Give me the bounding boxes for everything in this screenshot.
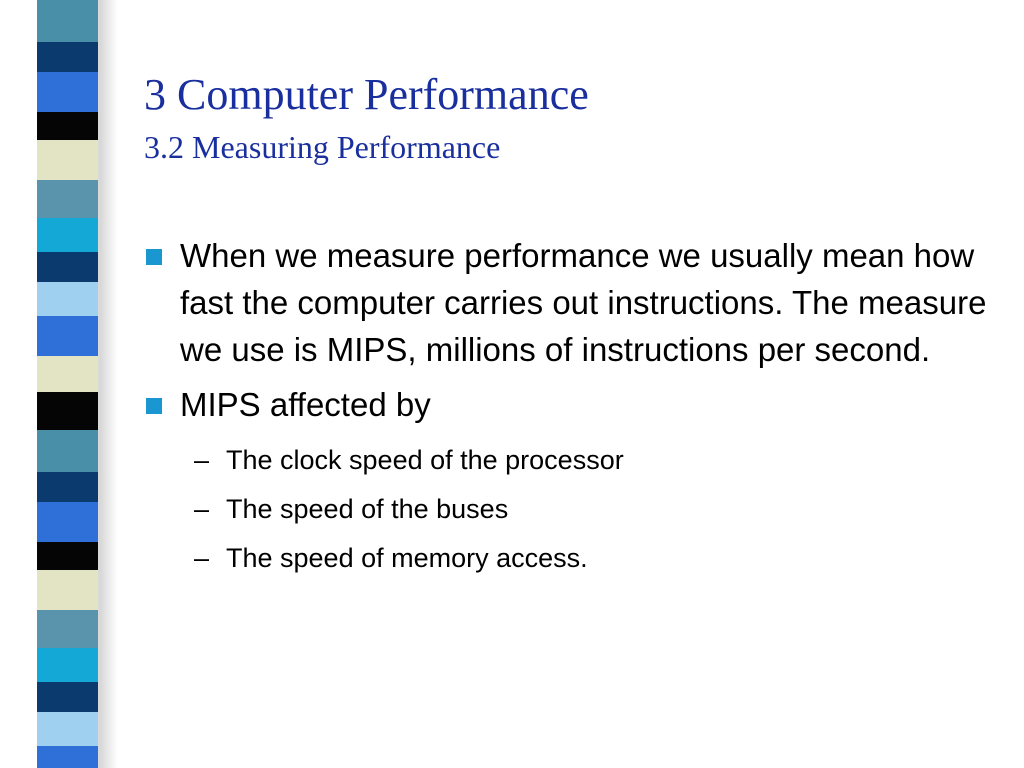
stripe-segment [37,542,98,570]
stripe-segment [37,712,98,746]
sub-bullet-text: The speed of the buses [226,494,509,524]
sub-bullet-item: – The speed of the buses [144,485,1004,534]
sub-bullet-item: – The speed of memory access. [144,534,1004,583]
stripe-segment [37,502,98,542]
stripe-segment [37,72,98,112]
stripe-segment [37,0,98,42]
square-bullet-icon [146,249,162,265]
stripe-segment [37,430,98,472]
stripe-segment [37,392,98,430]
stripe-segment [37,140,98,180]
stripe-segment [37,252,98,282]
stripe-segment [37,648,98,682]
slide-subtitle: 3.2 Measuring Performance [144,129,501,165]
bullet-item-performance: When we measure performance we usually m… [144,232,1004,373]
stripe-segment [37,316,98,356]
stripe-segment [37,682,98,712]
stripe-segment [37,218,98,252]
stripe-segment [37,282,98,316]
sub-bullet-text: The clock speed of the processor [226,445,624,475]
dash-marker: – [194,494,210,524]
dash-marker: – [194,445,210,475]
stripe-segment [37,746,98,768]
slide-title: 3 Computer Performance [144,70,589,119]
dash-marker: – [194,543,210,573]
bullet-item-mips: MIPS affected by [144,381,1004,428]
stripe-segment [37,570,98,610]
bullet-text: When we measure performance we usually m… [180,237,987,368]
square-bullet-icon [146,398,162,414]
bullet-list: When we measure performance we usually m… [144,232,1004,583]
bullet-text: MIPS affected by [180,386,431,423]
stripe-segment [37,180,98,218]
stripe-segment [37,472,98,502]
sub-bullet-text: The speed of memory access. [226,543,588,573]
decorative-stripe [37,0,98,768]
stripe-segment [37,356,98,392]
stripe-segment [37,112,98,140]
sub-bullet-item: – The clock speed of the processor [144,436,1004,485]
stripe-segment [37,42,98,72]
stripe-segment [37,610,98,648]
